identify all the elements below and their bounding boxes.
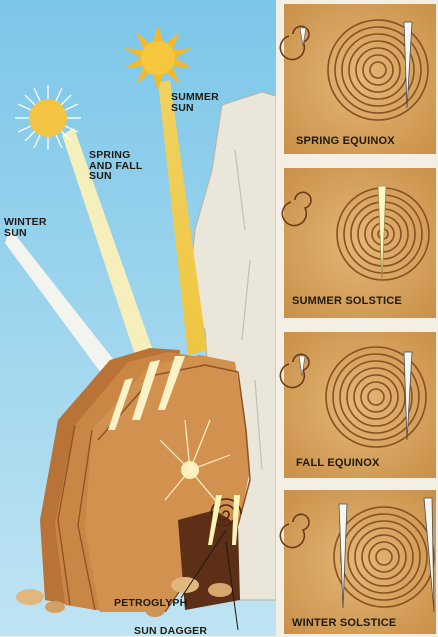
petroglyph-label: PETROGLYPH [114, 598, 187, 609]
panel-spring-equinox [280, 4, 436, 154]
summer-sun-label: SUMMER SUN [171, 92, 219, 113]
caption-winter-solstice: WINTER SOLSTICE [292, 618, 396, 629]
spring-fall-sun-label: SPRING AND FALL SUN [89, 150, 143, 182]
winter-sun-label: WINTER SUN [4, 217, 47, 238]
caption-summer-solstice: SUMMER SOLSTICE [292, 296, 402, 307]
caption-fall-equinox: FALL EQUINOX [296, 458, 379, 469]
caption-spring-equinox: SPRING EQUINOX [296, 136, 395, 147]
panel-winter-solstice [280, 490, 436, 634]
sun-dagger-label: SUN DAGGER [134, 626, 207, 637]
